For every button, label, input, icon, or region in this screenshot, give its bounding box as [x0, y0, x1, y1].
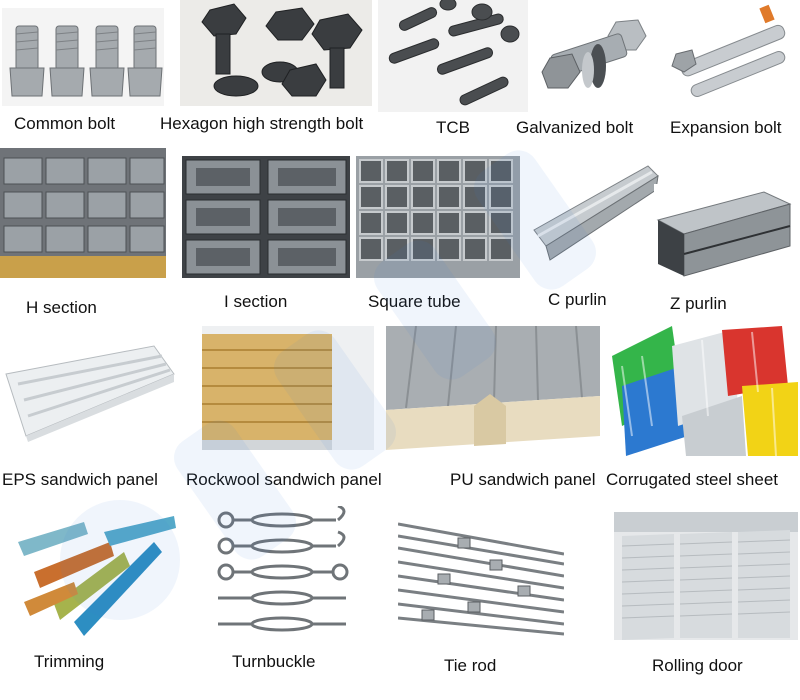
i-section-photo	[182, 156, 350, 278]
common-bolt-photo	[2, 8, 164, 106]
square-tube-photo	[356, 156, 520, 278]
h-section-photo	[0, 148, 166, 278]
expansion-bolt-caption: Expansion bolt	[670, 118, 782, 137]
trimming-photo	[14, 512, 178, 640]
corrugated-sheet-caption: Corrugated steel sheet	[606, 470, 778, 489]
common-bolt-caption: Common bolt	[14, 114, 116, 133]
tcb-photo	[378, 0, 528, 112]
trimming-caption: Trimming	[34, 652, 105, 671]
galvanized-bolt-caption: Galvanized bolt	[516, 118, 634, 137]
pu-panel-caption: PU sandwich panel	[450, 470, 596, 489]
eps-panel-caption: EPS sandwich panel	[2, 470, 158, 489]
rockwool-panel-caption: Rockwool sandwich panel	[186, 470, 382, 489]
c-purlin-caption: C purlin	[548, 290, 607, 309]
z-purlin-caption: Z purlin	[670, 294, 727, 313]
galvanized-bolt-photo	[538, 14, 650, 106]
pu-panel-photo	[386, 326, 600, 450]
eps-panel-photo	[4, 344, 176, 442]
rolling-door-caption: Rolling door	[652, 656, 743, 675]
i-section-caption: I section	[224, 292, 288, 311]
hexagon-bolt-caption: Hexagon high strength bolt	[160, 114, 364, 133]
turnbuckle-photo	[208, 506, 358, 636]
h-section-caption: H section	[26, 298, 97, 317]
expansion-bolt-photo	[668, 4, 796, 106]
tie-rod-photo	[398, 514, 564, 638]
rockwool-panel-photo	[202, 326, 374, 450]
tie-rod-caption: Tie rod	[444, 656, 497, 675]
tcb-caption: TCB	[436, 118, 470, 137]
square-tube-caption: Square tube	[368, 292, 461, 311]
rolling-door-photo	[614, 512, 798, 640]
turnbuckle-caption: Turnbuckle	[232, 652, 316, 671]
z-purlin-photo	[654, 184, 796, 284]
c-purlin-photo	[528, 160, 660, 266]
hexagon-bolt-photo	[180, 0, 372, 106]
corrugated-sheet-photo	[612, 326, 798, 456]
